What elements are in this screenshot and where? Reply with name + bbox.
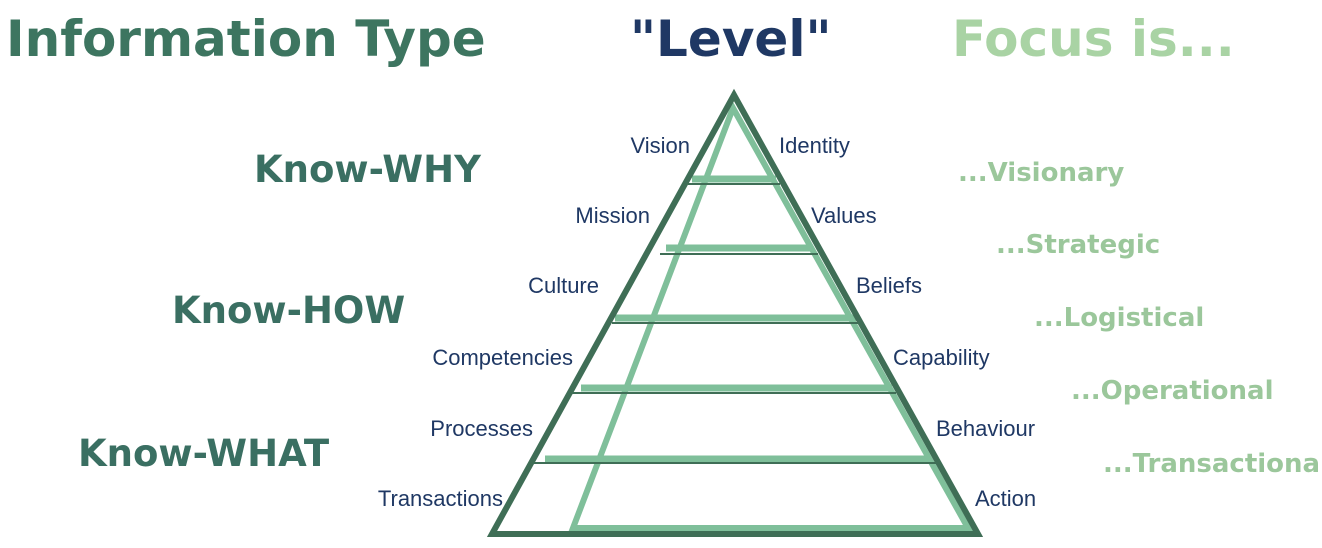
information-type-heading: Information Type xyxy=(6,10,486,68)
focus-strategic: ...Strategic xyxy=(996,230,1161,260)
right-label-action: Action xyxy=(975,486,1036,511)
left-label-transactions: Transactions xyxy=(378,486,503,511)
left-label-mission: Mission xyxy=(575,203,650,228)
left-label-processes: Processes xyxy=(430,416,533,441)
focus-logistical: ...Logistical xyxy=(1034,303,1205,333)
right-label-capability: Capability xyxy=(893,345,990,370)
pyramid-outer-outline xyxy=(486,88,984,537)
know-what-label: Know-WHAT xyxy=(78,432,330,475)
know-why-label: Know-WHY xyxy=(254,148,481,191)
left-label-competencies: Competencies xyxy=(432,345,573,370)
focus-operational: ...Operational xyxy=(1071,376,1274,406)
focus-visionary: ...Visionary xyxy=(958,158,1125,188)
right-label-behaviour: Behaviour xyxy=(936,416,1035,441)
right-label-identity: Identity xyxy=(779,133,850,158)
focus-transactional: ...Transactional xyxy=(1103,449,1322,479)
know-how-label: Know-HOW xyxy=(172,289,406,332)
focus-heading: Focus is... xyxy=(952,10,1235,68)
level-heading: "Level" xyxy=(630,10,832,68)
right-label-beliefs: Beliefs xyxy=(856,273,922,298)
right-label-values: Values xyxy=(811,203,877,228)
left-label-culture: Culture xyxy=(528,273,599,298)
left-label-vision: Vision xyxy=(630,133,690,158)
